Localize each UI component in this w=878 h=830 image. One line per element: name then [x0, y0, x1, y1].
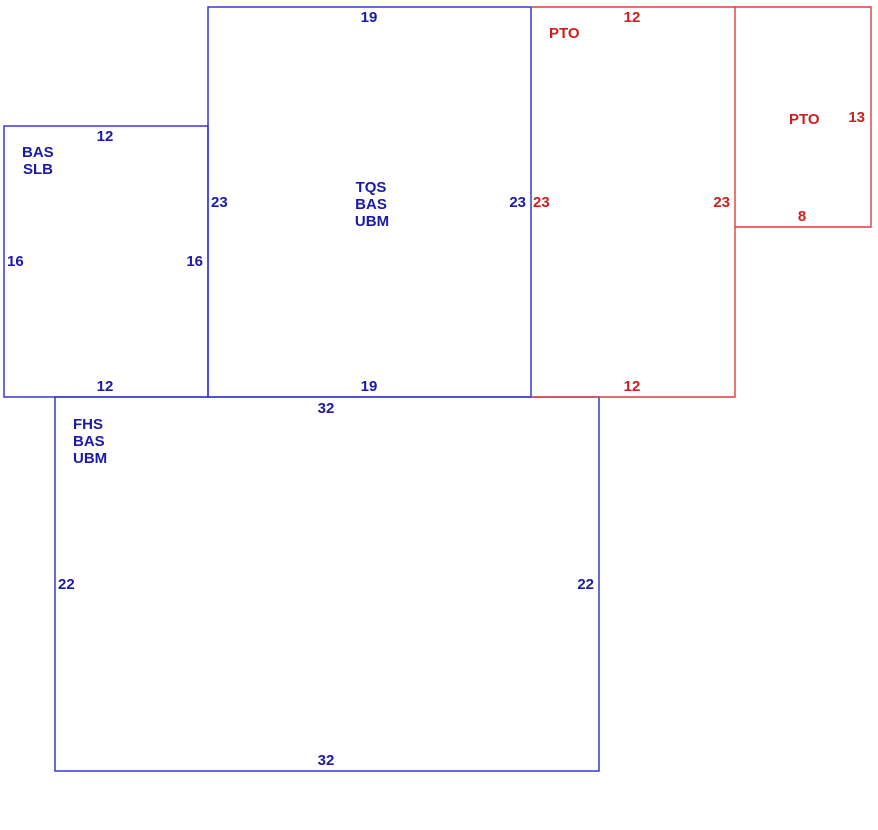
lower-area-code-3: UBM: [73, 450, 107, 467]
center-area-left-dimension: 23: [211, 194, 228, 211]
porch-main-right-dimension: 23: [713, 194, 730, 211]
porch-small-outline: [735, 6, 872, 228]
center-area-code-1: TQS: [356, 179, 387, 196]
porch-small-code: PTO: [789, 111, 820, 128]
porch-main-bottom-dimension: 12: [624, 378, 641, 395]
left-area-right-dimension: 16: [186, 253, 203, 270]
porch-small-right-dimension: 13: [848, 109, 865, 126]
center-area-code-2: BAS: [355, 196, 387, 213]
lower-area-left-dimension: 22: [58, 576, 75, 593]
left-area-left-dimension: 16: [7, 253, 24, 270]
porch-small-bottom-dimension: 8: [798, 208, 806, 225]
center-area-right-dimension: 23: [509, 194, 526, 211]
left-area-top-dimension: 12: [97, 128, 114, 145]
porch-main-left-dimension: 23: [533, 194, 550, 211]
left-area-code-1: BAS: [22, 144, 54, 161]
lower-area-outline: [54, 396, 600, 772]
porch-main-top-dimension: 12: [624, 9, 641, 26]
center-area-top-dimension: 19: [361, 9, 378, 26]
center-area-bottom-dimension: 19: [361, 378, 378, 395]
lower-area-bottom-dimension: 32: [318, 752, 335, 769]
lower-area-top-dimension: 32: [318, 400, 335, 417]
lower-area-right-dimension: 22: [577, 576, 594, 593]
left-area-bottom-dimension: 12: [97, 378, 114, 395]
left-area-code-2: SLB: [23, 161, 53, 178]
lower-area-code-2: BAS: [73, 433, 105, 450]
lower-area-code-1: FHS: [73, 416, 103, 433]
center-area-code-3: UBM: [355, 213, 389, 230]
porch-main-outline: [531, 6, 736, 398]
porch-main-code: PTO: [549, 25, 580, 42]
